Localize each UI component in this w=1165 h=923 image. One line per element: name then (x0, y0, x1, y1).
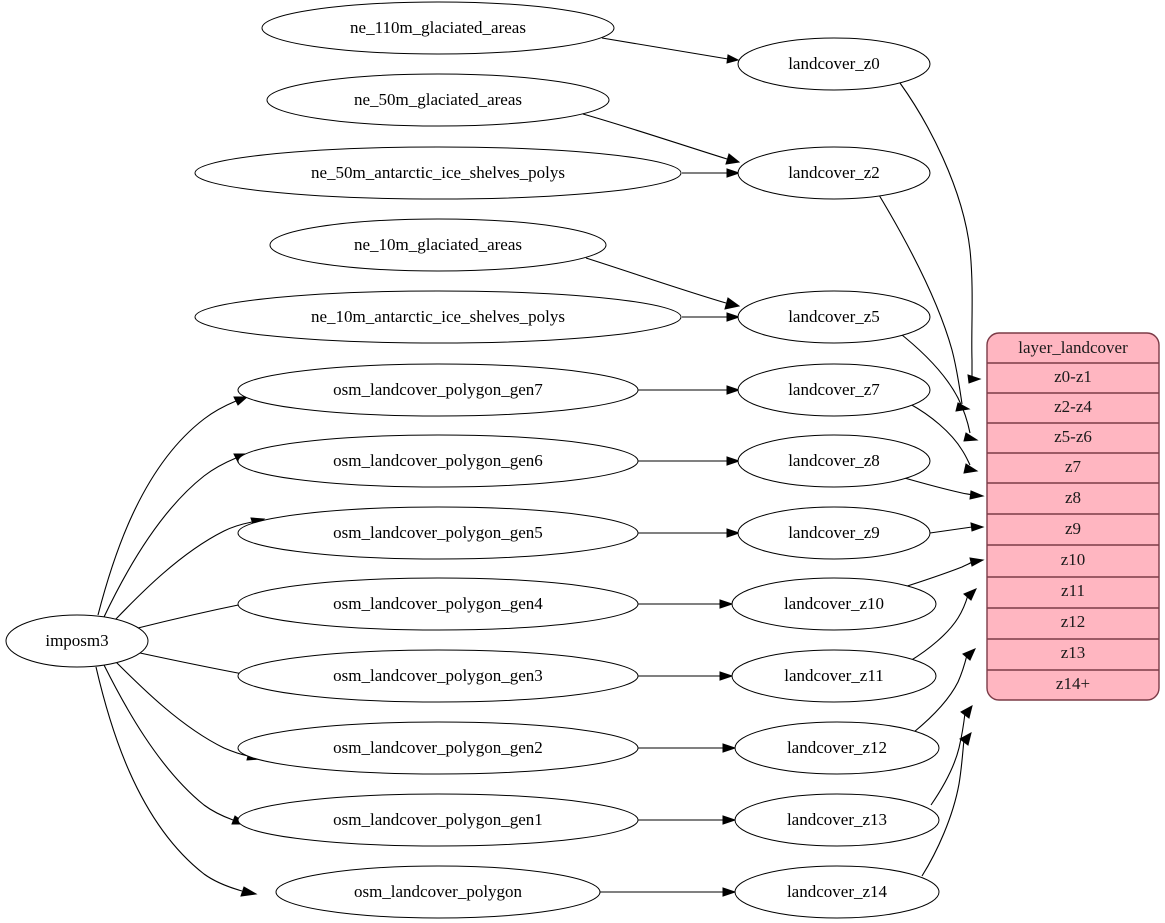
landcover-node-z2[interactable]: landcover_z2 (737, 146, 931, 200)
landcover-node-z9[interactable]: landcover_z9 (737, 506, 931, 560)
node-label-ne-50m-glaciated-areas: ne_50m_glaciated_areas (354, 90, 522, 109)
edge-ne10mant-to-z5 (682, 312, 741, 322)
source-node-imposm3[interactable]: imposm3 (5, 614, 149, 668)
node-label-landcover-z5: landcover_z5 (788, 307, 880, 326)
edge-z14-to-row-z14plus (921, 732, 972, 877)
landcover-node-z14[interactable]: landcover_z14 (734, 865, 940, 919)
node-label-osm-landcover-polygon-gen3: osm_landcover_polygon_gen3 (333, 666, 543, 685)
osm-node-polygon[interactable]: osm_landcover_polygon (275, 865, 601, 919)
layer-table-row-z14-plus[interactable]: z14+ (1056, 674, 1090, 693)
source-node-ne-10m-antarctic-ice-shelves-polys[interactable]: ne_10m_antarctic_ice_shelves_polys (194, 290, 682, 344)
node-label-landcover-z9: landcover_z9 (788, 523, 880, 542)
edge-gen3-to-z11 (638, 671, 734, 681)
node-label-osm-landcover-polygon: osm_landcover_polygon (354, 882, 523, 901)
edge-imposm3-to-polygon (95, 666, 258, 897)
node-label-ne-10m-antarctic-ice-shelves-polys: ne_10m_antarctic_ice_shelves_polys (311, 307, 565, 326)
osm-node-gen3[interactable]: osm_landcover_polygon_gen3 (237, 649, 639, 703)
node-label-landcover-z2: landcover_z2 (788, 163, 880, 182)
source-node-ne-110m-glaciated-areas[interactable]: ne_110m_glaciated_areas (261, 1, 615, 55)
edge-z9-to-row-z9 (929, 522, 985, 534)
landcover-node-z7[interactable]: landcover_z7 (737, 363, 931, 417)
node-label-landcover-z12: landcover_z12 (787, 738, 887, 757)
node-label-ne-110m-glaciated-areas: ne_110m_glaciated_areas (350, 18, 526, 37)
node-label-osm-landcover-polygon-gen4: osm_landcover_polygon_gen4 (333, 594, 543, 613)
edge-gen1-to-z13 (638, 815, 737, 825)
node-label-ne-10m-glaciated-areas: ne_10m_glaciated_areas (354, 235, 522, 254)
edge-z13-to-row-z13 (930, 705, 973, 806)
osm-node-gen4[interactable]: osm_landcover_polygon_gen4 (237, 577, 639, 631)
landcover-node-z0[interactable]: landcover_z0 (737, 37, 931, 91)
landcover-node-z13[interactable]: landcover_z13 (734, 793, 940, 847)
osm-node-gen5[interactable]: osm_landcover_polygon_gen5 (237, 506, 639, 560)
layer-table-row-z10[interactable]: z10 (1061, 550, 1086, 569)
edge-gen5-to-z9 (638, 528, 741, 538)
layer-table-row-z11[interactable]: z11 (1061, 581, 1085, 600)
layer-table-row-z7[interactable]: z7 (1065, 457, 1082, 476)
layer-table-row-z8[interactable]: z8 (1065, 488, 1081, 507)
source-node-ne-10m-glaciated-areas[interactable]: ne_10m_glaciated_areas (269, 218, 607, 272)
source-node-ne-50m-glaciated-areas[interactable]: ne_50m_glaciated_areas (266, 73, 610, 127)
node-label-ne-50m-antarctic-ice-shelves-polys: ne_50m_antarctic_ice_shelves_polys (311, 163, 565, 182)
edge-z12-to-row-z12 (913, 648, 976, 733)
edge-gen2-to-z12 (638, 743, 737, 753)
layer-table-row-z13[interactable]: z13 (1061, 643, 1086, 662)
node-label-imposm3: imposm3 (45, 631, 108, 650)
edge-imposm3-to-gen1 (103, 664, 248, 825)
layer-table-row-z12[interactable]: z12 (1061, 612, 1086, 631)
edge-gen6-to-z8 (638, 456, 741, 466)
node-label-osm-landcover-polygon-gen2: osm_landcover_polygon_gen2 (333, 738, 543, 757)
landcover-node-z12[interactable]: landcover_z12 (734, 721, 940, 775)
node-label-landcover-z7: landcover_z7 (788, 380, 880, 399)
landcover-node-z11[interactable]: landcover_z11 (731, 649, 937, 703)
edge-imposm3-to-gen6 (103, 453, 249, 618)
edge-ne10mglac-to-z5 (585, 257, 741, 310)
landcover-node-z10[interactable]: landcover_z10 (731, 577, 937, 631)
layer-table-row-z0-z1[interactable]: z0-z1 (1054, 367, 1092, 386)
landcover-node-z5[interactable]: landcover_z5 (737, 290, 931, 344)
node-label-landcover-z0: landcover_z0 (788, 54, 880, 73)
edge-z10-to-row-z10 (897, 557, 985, 590)
edge-z11-to-row-z11 (909, 588, 977, 662)
node-label-landcover-z13: landcover_z13 (787, 810, 887, 829)
node-label-osm-landcover-polygon-gen6: osm_landcover_polygon_gen6 (333, 451, 543, 470)
node-label-osm-landcover-polygon-gen7: osm_landcover_polygon_gen7 (333, 380, 543, 399)
edge-z5-to-row-z5z6 (896, 330, 979, 442)
node-label-landcover-z14: landcover_z14 (787, 882, 888, 901)
osm-node-gen2[interactable]: osm_landcover_polygon_gen2 (237, 721, 639, 775)
layer-table-row-z5-z6[interactable]: z5-z6 (1054, 427, 1092, 446)
layer-table-header: layer_landcover (1018, 338, 1128, 357)
node-label-osm-landcover-polygon-gen5: osm_landcover_polygon_gen5 (333, 523, 543, 542)
edge-ne110m-to-z0 (601, 37, 740, 64)
node-label-osm-landcover-polygon-gen1: osm_landcover_polygon_gen1 (333, 810, 543, 829)
edge-z0-to-row-z0z1 (899, 82, 982, 384)
edge-gen4-to-z10 (638, 599, 734, 609)
node-label-landcover-z11: landcover_z11 (784, 666, 883, 685)
layer-landcover-table[interactable]: layer_landcover z0-z1 z2-z4 z5-z6 z7 z8 … (986, 332, 1160, 701)
edge-z7-to-row-z7 (909, 403, 979, 474)
layer-table-row-z2-z4[interactable]: z2-z4 (1054, 397, 1092, 416)
edge-ne50mglac-to-z2 (582, 113, 741, 165)
node-label-landcover-z10: landcover_z10 (784, 594, 884, 613)
source-node-ne-50m-antarctic-ice-shelves-polys[interactable]: ne_50m_antarctic_ice_shelves_polys (194, 146, 682, 200)
osm-node-gen1[interactable]: osm_landcover_polygon_gen1 (237, 793, 639, 847)
osm-node-gen7[interactable]: osm_landcover_polygon_gen7 (237, 363, 639, 417)
edge-ne50mant-to-z2 (682, 168, 741, 178)
edge-imposm3-to-gen7 (97, 396, 249, 616)
edge-z2-to-row-z2z4 (875, 189, 971, 412)
landcover-node-z8[interactable]: landcover_z8 (737, 434, 931, 488)
edge-polygon-to-z14 (600, 887, 737, 897)
layer-table-row-z9[interactable]: z9 (1065, 519, 1081, 538)
osm-node-gen6[interactable]: osm_landcover_polygon_gen6 (237, 434, 639, 488)
node-label-landcover-z8: landcover_z8 (788, 451, 880, 470)
edge-z8-to-row-z8 (900, 476, 985, 500)
edge-gen7-to-z7 (638, 385, 741, 395)
